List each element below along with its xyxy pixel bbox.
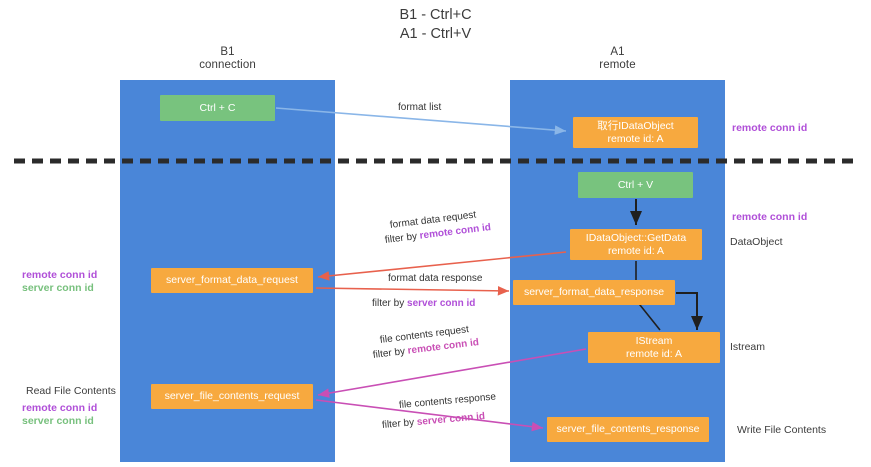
filter-prefix: filter by xyxy=(384,230,421,246)
node-ctrl-v-label: Ctrl + V xyxy=(617,178,654,191)
lane-header-a1-sub: remote xyxy=(599,59,636,71)
node-sfcres-label: server_file_contents_response xyxy=(556,423,700,435)
annotation-left-server-conn-id-2: server conn id xyxy=(22,415,94,427)
node-istream[interactable]: IStream remote id: A xyxy=(588,332,720,363)
node-idataobject-getdata[interactable]: IDataObject::GetData remote id: A xyxy=(570,229,702,260)
annotation-dataobject: DataObject xyxy=(730,236,783,248)
node-idataobject-sub: remote id: A xyxy=(607,132,664,145)
annotation-read-file-contents: Read File Contents xyxy=(26,385,116,397)
annotation-left-remote-conn-id: remote conn id xyxy=(22,269,98,281)
node-getdata-sub: remote id: A xyxy=(607,244,665,257)
annotation-remote-conn-id-mid: remote conn id xyxy=(732,211,808,223)
edge-format-data-response xyxy=(315,286,510,296)
edge-label-fdres-text: format data response xyxy=(388,273,483,284)
filter-prefix: filter by xyxy=(372,298,408,309)
annotation-left-remote-conn-id-2: remote conn id xyxy=(22,402,98,414)
filter-key-server-conn-id: server conn id xyxy=(407,298,476,309)
node-idataobject[interactable]: 取行IDataObject remote id: A xyxy=(573,117,698,148)
node-ctrl-v[interactable]: Ctrl + V xyxy=(578,172,693,198)
node-ctrl-c[interactable]: Ctrl + C xyxy=(160,95,275,121)
node-ctrl-c-label: Ctrl + C xyxy=(199,101,236,114)
annotation-istream: Istream xyxy=(730,341,766,353)
edge-label-fcres-text: file contents response xyxy=(398,391,497,411)
lane-header-b1-name: B1 xyxy=(220,46,235,58)
edge-label-format-data-response: format data response xyxy=(388,272,483,285)
node-server-file-contents-response[interactable]: server_file_contents_response xyxy=(547,417,709,442)
title-line-2: A1 - Ctrl+V xyxy=(399,26,472,42)
title-line-1: B1 - Ctrl+C xyxy=(399,7,472,23)
edge-label-format-data-response-filter: filter by server conn id xyxy=(372,297,475,310)
node-server-format-data-response[interactable]: server_format_data_response xyxy=(513,280,675,305)
node-getdata-label: IDataObject::GetData xyxy=(585,231,687,244)
node-istream-sub: remote id: A xyxy=(625,347,683,360)
edge-label-file-contents-response-filter: filter by server conn id xyxy=(381,410,486,432)
annotation-remote-conn-id-top: remote conn id xyxy=(732,122,808,134)
node-server-file-contents-request[interactable]: server_file_contents_request xyxy=(151,384,313,409)
node-server-format-data-request[interactable]: server_format_data_request xyxy=(151,268,313,293)
node-sfdres-label: server_format_data_response xyxy=(523,286,665,298)
page-title: B1 - Ctrl+C A1 - Ctrl+V xyxy=(0,6,871,44)
lane-header-a1: A1 remote xyxy=(540,46,695,72)
node-sfcreq-label: server_file_contents_request xyxy=(164,390,300,402)
lane-header-a1-name: A1 xyxy=(610,46,625,58)
annotation-left-server-conn-id: server conn id xyxy=(22,282,94,294)
edge-label-format-list: format list xyxy=(398,101,441,114)
filter-prefix: filter by xyxy=(372,345,409,361)
filter-prefix: filter by xyxy=(381,416,418,431)
node-istream-label: IStream xyxy=(635,334,673,347)
edge-label-format-list-text: format list xyxy=(398,102,442,113)
node-idataobject-label: 取行IDataObject xyxy=(597,119,674,132)
annotation-write-file-contents: Write File Contents xyxy=(737,424,827,436)
node-sfdreq-label: server_format_data_request xyxy=(166,274,298,286)
annotation-left-conn-ids: remote conn id server conn id xyxy=(22,269,97,295)
lane-header-b1-sub: connection xyxy=(199,59,256,71)
lane-header-b1: B1 connection xyxy=(150,46,305,72)
annotation-left-conn-ids-2: remote conn id server conn id xyxy=(22,402,97,428)
edge-label-file-contents-response: file contents response xyxy=(398,391,497,412)
filter-key-server-conn-id: server conn id xyxy=(416,411,486,428)
